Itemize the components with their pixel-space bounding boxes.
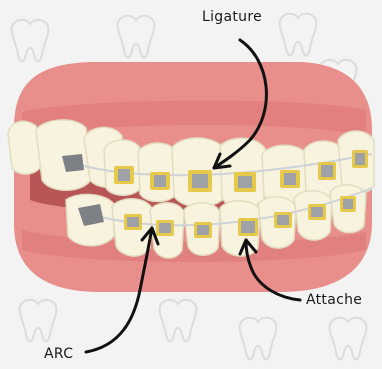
bracket xyxy=(194,222,212,238)
bracket xyxy=(124,214,142,230)
attache-label: Attache xyxy=(306,292,362,308)
bracket xyxy=(238,218,258,236)
bracket xyxy=(188,170,212,192)
arc-label: ARC xyxy=(44,346,73,362)
bracket xyxy=(114,166,134,184)
bracket xyxy=(352,150,368,168)
bracket xyxy=(274,212,292,228)
bracket xyxy=(280,170,300,188)
bracket xyxy=(156,220,174,236)
bracket xyxy=(318,162,336,180)
bracket xyxy=(234,172,256,192)
ligature-label: Ligature xyxy=(202,9,262,25)
bracket xyxy=(150,172,170,190)
bracket xyxy=(308,204,326,220)
bracket xyxy=(340,196,356,212)
